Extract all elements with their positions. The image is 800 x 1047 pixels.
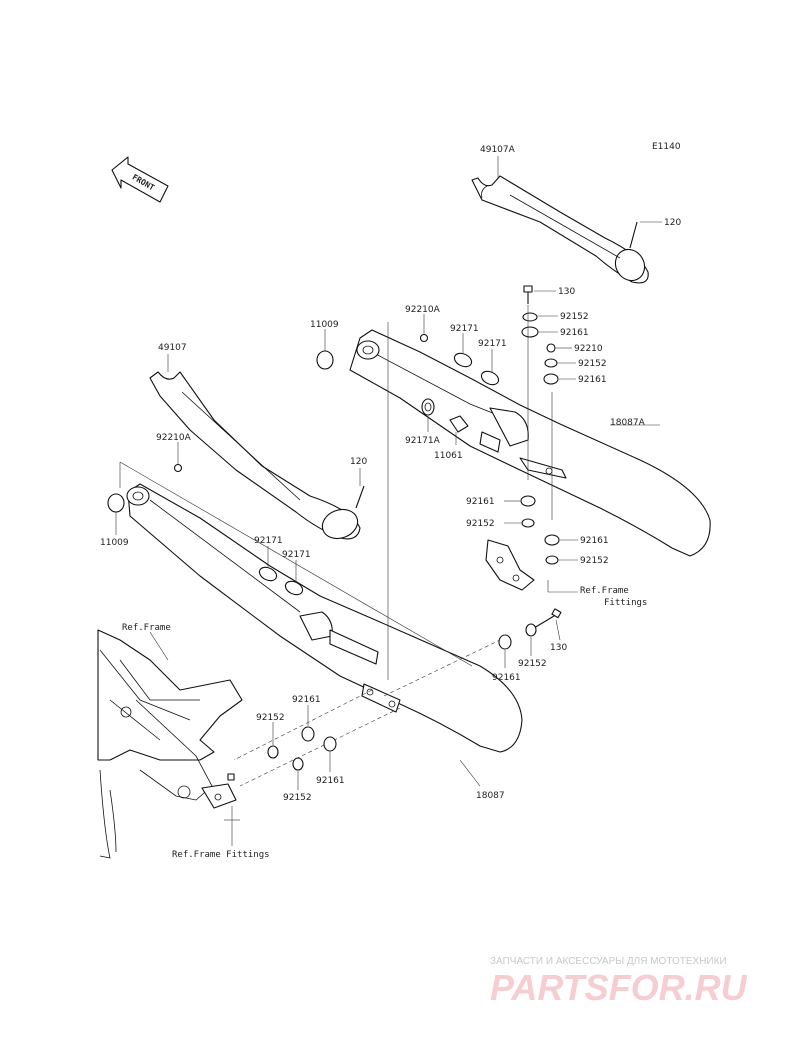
part-number-120-top: 120 — [664, 218, 681, 228]
washer-92152-b — [544, 358, 558, 368]
part-number-92161-d: 92161 — [580, 536, 609, 546]
grommet-92161-c — [520, 495, 536, 507]
muffler-upper[interactable] — [349, 329, 711, 557]
part-number-120-mid: 120 — [350, 457, 367, 467]
part-number-11009-top: 11009 — [310, 320, 339, 330]
bolt-130-top — [523, 285, 533, 304]
part-number-92171-a: 92171 — [450, 324, 479, 334]
part-number-92152-b: 92152 — [578, 359, 607, 369]
washer-92152-d — [545, 555, 559, 565]
part-number-92171-b: 92171 — [478, 339, 507, 349]
part-number-92152-c: 92152 — [466, 519, 495, 529]
watermark-brand: PARTSFOR.RU — [490, 967, 748, 1008]
mounting-bracket-lower — [361, 683, 401, 713]
part-number-92152-g: 92152 — [283, 793, 312, 803]
watermark-tagline: ЗАПЧАСТИ И АКСЕССУАРЫ ДЛЯ МОТОТЕХНИКИ — [490, 956, 727, 967]
part-number-92161-c: 92161 — [466, 497, 495, 507]
muffler-lower[interactable] — [126, 483, 523, 753]
connector-pipe-11061 — [449, 415, 501, 453]
part-number-92161-g: 92161 — [316, 776, 345, 786]
washer-92152-f — [267, 745, 279, 759]
part-number-92152-f: 92152 — [256, 713, 285, 723]
gasket-11009-left — [107, 493, 125, 513]
washer-92152-e — [525, 623, 537, 637]
grommet-92161-e — [498, 634, 512, 650]
bolt-120-mid — [355, 485, 365, 509]
clamp-92171-b — [480, 370, 500, 386]
nut-92210A-left — [173, 463, 183, 473]
part-number-92210: 92210 — [574, 344, 603, 354]
bolt-130-low — [533, 608, 562, 629]
grommet-92161-f — [301, 726, 315, 742]
heat-shield-lower[interactable] — [149, 371, 362, 543]
clamp-92171-a — [453, 352, 473, 368]
part-number-11009-left: 11009 — [100, 538, 129, 548]
grommet-92161-d — [544, 534, 560, 546]
bolt-120-top — [629, 221, 638, 249]
part-number-92152-a: 92152 — [560, 312, 589, 322]
nut-92210A-top — [419, 333, 429, 343]
part-number-49107A: 49107A — [480, 145, 516, 155]
grommet-92161-b — [543, 373, 559, 385]
part-number-92161-f: 92161 — [292, 695, 321, 705]
part-number-92152-e: 92152 — [518, 659, 547, 669]
part-number-92161-e: 92161 — [492, 673, 521, 683]
clamp-92171-d — [284, 580, 304, 596]
part-number-92171A: 92171A — [405, 436, 441, 446]
clamp-92171-c — [258, 566, 278, 582]
part-number-92210A-top: 92210A — [405, 305, 441, 315]
part-number-92161-a: 92161 — [560, 328, 589, 338]
part-number-130-top: 130 — [558, 287, 575, 297]
part-number-130-low: 130 — [550, 643, 567, 653]
part-number-92210A-left: 92210A — [156, 433, 192, 443]
part-number-18087: 18087 — [476, 791, 505, 801]
part-number-18087A: 18087A — [610, 418, 646, 428]
bolt-frame-lower — [227, 773, 235, 781]
grommet-92161-g — [323, 736, 337, 752]
frame-structure — [97, 629, 243, 859]
part-number-49107: 49107 — [158, 343, 187, 353]
frame-fitting-right — [485, 539, 535, 591]
heat-shield-upper[interactable] — [471, 175, 650, 286]
diagram-code: E1140 — [652, 142, 681, 152]
ref-fittings-label-bottom: Ref.Frame Fittings — [172, 850, 270, 860]
part-number-92152-d: 92152 — [580, 556, 609, 566]
ref-frame-label-top: Ref.Frame — [122, 623, 171, 633]
part-number-11061: 11061 — [434, 451, 463, 461]
grommet-92161-a — [521, 326, 539, 338]
part-number-92171-c: 92171 — [254, 536, 283, 546]
ref-fittings-label-right: Fittings — [604, 598, 647, 608]
front-arrow-icon: FRONT — [111, 156, 169, 203]
washer-92152-a — [522, 312, 538, 322]
ref-frame-label-right: Ref.Frame — [580, 586, 629, 596]
washer-92152-c — [521, 518, 535, 528]
washer-92152-g — [292, 757, 304, 771]
gasket-11009-top — [316, 350, 334, 370]
nut-92210 — [546, 343, 556, 353]
mounting-bracket-upper — [519, 457, 567, 479]
clamp-92171A — [421, 398, 435, 416]
part-number-92171-d: 92171 — [282, 550, 311, 560]
part-number-92161-b: 92161 — [578, 375, 607, 385]
